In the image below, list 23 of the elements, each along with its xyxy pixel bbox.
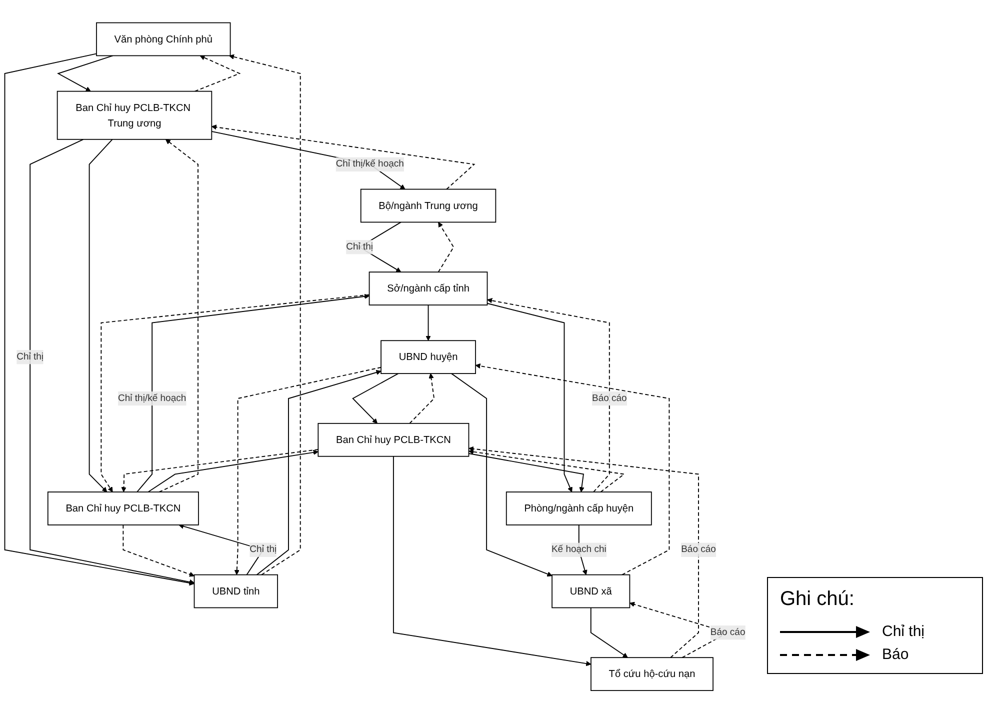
process-box: Ban Chỉ huy PCLB-TKCN (47, 492, 199, 526)
process-box: Phòng/ngành cấp huyện (506, 492, 652, 526)
edge-label: Báo cáo (681, 543, 716, 558)
process-box: UBND xã (552, 574, 630, 609)
process-box: Văn phòng Chính phủ (96, 22, 231, 56)
legend-label: Chỉ thị (882, 623, 925, 640)
edge-label: Chỉ thị (250, 543, 277, 558)
edge-label: Chỉ thị (346, 240, 374, 255)
edge-label: Kế hoạch chi (551, 543, 606, 558)
edge-label: Chỉ thị/kế hoạch (336, 158, 404, 172)
process-box: Ban Chỉ huy PCLB-TKCN (318, 423, 470, 458)
process-box: UBND tỉnh (194, 574, 278, 609)
edge-label: Chỉ thị (16, 350, 44, 365)
legend-title: Ghi chú: (780, 588, 854, 611)
process-box: Sở/ngành cấp tỉnh (368, 272, 488, 306)
process-box: Ban Chỉ huy PCLB-TKCN Trung ương (56, 91, 212, 140)
process-box: Tổ cứu hộ-cứu nạn (590, 658, 714, 692)
process-box: Bộ/ngành Trung ương (360, 189, 496, 223)
legend-label: Báo (882, 646, 909, 663)
process-box: UBND huyện (380, 340, 476, 374)
edge-label: Báo cáo (710, 626, 746, 640)
edge-label: Báo cáo (592, 392, 627, 406)
edge-label: Chỉ thị/kế hoạch (118, 392, 186, 406)
